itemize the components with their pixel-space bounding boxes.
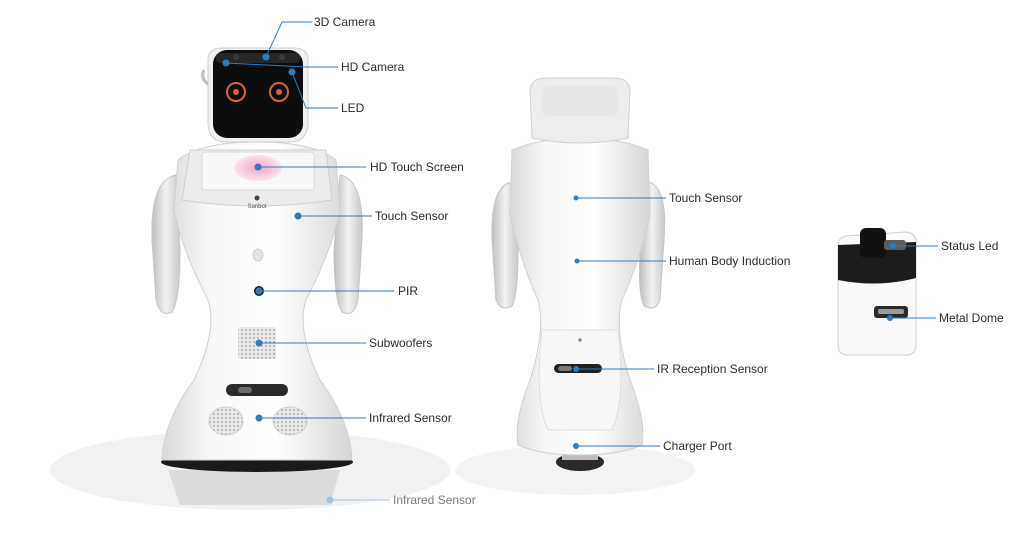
dot-infrared-sensor	[255, 414, 263, 422]
front-robot: Sanbot	[151, 47, 363, 505]
label-touch-sensor-back: Touch Sensor	[669, 191, 743, 205]
dot-touch-sensor-back	[573, 195, 579, 201]
dot-touch-sensor	[294, 212, 302, 220]
dot-infrared-sensor-bottom	[326, 496, 334, 504]
label-led: LED	[341, 101, 365, 115]
leader-hd-camera	[225, 62, 338, 68]
dot-human-body-induction	[574, 258, 580, 264]
label-metal-dome: Metal Dome	[939, 311, 1004, 325]
dot-charger-port	[573, 443, 579, 449]
dot-ir-reception-sensor	[573, 366, 579, 372]
label-3d-camera: 3D Camera	[314, 15, 376, 29]
label-charger-port: Charger Port	[663, 439, 732, 453]
module-device	[837, 228, 917, 356]
dot-hd-camera	[222, 59, 230, 67]
dot-status-led	[890, 243, 896, 249]
leader-3d-camera	[265, 21, 312, 58]
label-pir: PIR	[398, 284, 419, 298]
front-base	[168, 470, 340, 505]
anchor-dots	[222, 53, 896, 504]
label-touch-sensor: Touch Sensor	[375, 209, 449, 223]
dot-hd-touch-screen	[254, 163, 262, 171]
label-human-body-induction: Human Body Induction	[669, 254, 791, 268]
dot-pir	[255, 287, 263, 295]
front-body	[161, 141, 353, 461]
label-ir-reception-sensor: IR Reception Sensor	[657, 362, 768, 376]
label-infrared-sensor-bottom: Infrared Sensor	[393, 493, 476, 507]
back-robot	[491, 77, 666, 471]
leader-lines	[225, 21, 938, 501]
label-status-led: Status Led	[941, 239, 999, 253]
brand-logo-text: Sanbot	[247, 204, 266, 210]
leader-led	[291, 71, 338, 109]
label-infrared-sensor: Infrared Sensor	[369, 411, 452, 425]
dot-led	[288, 68, 296, 76]
label-subwoofers: Subwoofers	[369, 336, 433, 350]
dot-3d-camera	[262, 53, 270, 61]
front-right-arm	[333, 174, 363, 314]
face-screen	[213, 50, 303, 138]
label-hd-touch-screen: HD Touch Screen	[370, 160, 464, 174]
dot-subwoofers	[255, 339, 263, 347]
front-left-arm	[151, 174, 181, 314]
dot-metal-dome	[887, 315, 893, 321]
label-hd-camera: HD Camera	[341, 60, 405, 74]
